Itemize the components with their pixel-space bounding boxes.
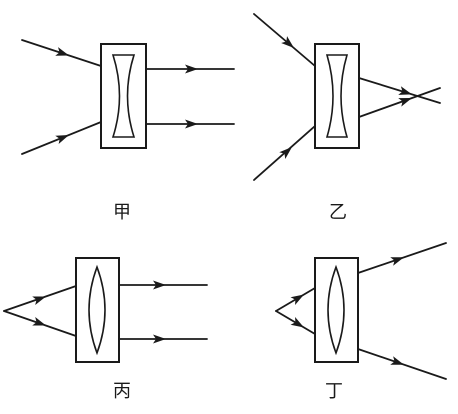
panel-yi (253, 13, 441, 181)
arrow-jia-lower-in (55, 130, 71, 145)
arrow-yi-lower-out (398, 93, 414, 107)
arrow-ding-lower-in (290, 317, 307, 332)
arrow-yi-upper-out (398, 86, 414, 99)
concave-lens-yi (325, 54, 349, 138)
arrow-bing-upper-in (32, 292, 48, 306)
ray-yi-upper-in (253, 13, 316, 67)
ray-yi-lower-out (358, 87, 441, 118)
arrow-ding-lower-out (390, 356, 406, 369)
caption-bing: 丙 (113, 381, 131, 402)
caption-yi: 乙 (329, 202, 347, 223)
concave-lens-jia (111, 54, 136, 138)
panel-bing (3, 257, 208, 363)
convex-lens-ding (327, 264, 345, 356)
ray-yi-upper-out (358, 77, 441, 104)
caption-jia: 甲 (113, 202, 131, 223)
arrow-ding-upper-out (390, 253, 406, 266)
caption-ding: 丁 (325, 381, 343, 402)
panel-ding (275, 242, 447, 380)
panel-jia (21, 39, 235, 155)
arrow-bing-lower-in (32, 316, 48, 330)
convex-lens-bing (88, 264, 106, 356)
arrow-jia-upper-in (55, 47, 71, 60)
arrow-ding-upper-in (290, 290, 307, 305)
